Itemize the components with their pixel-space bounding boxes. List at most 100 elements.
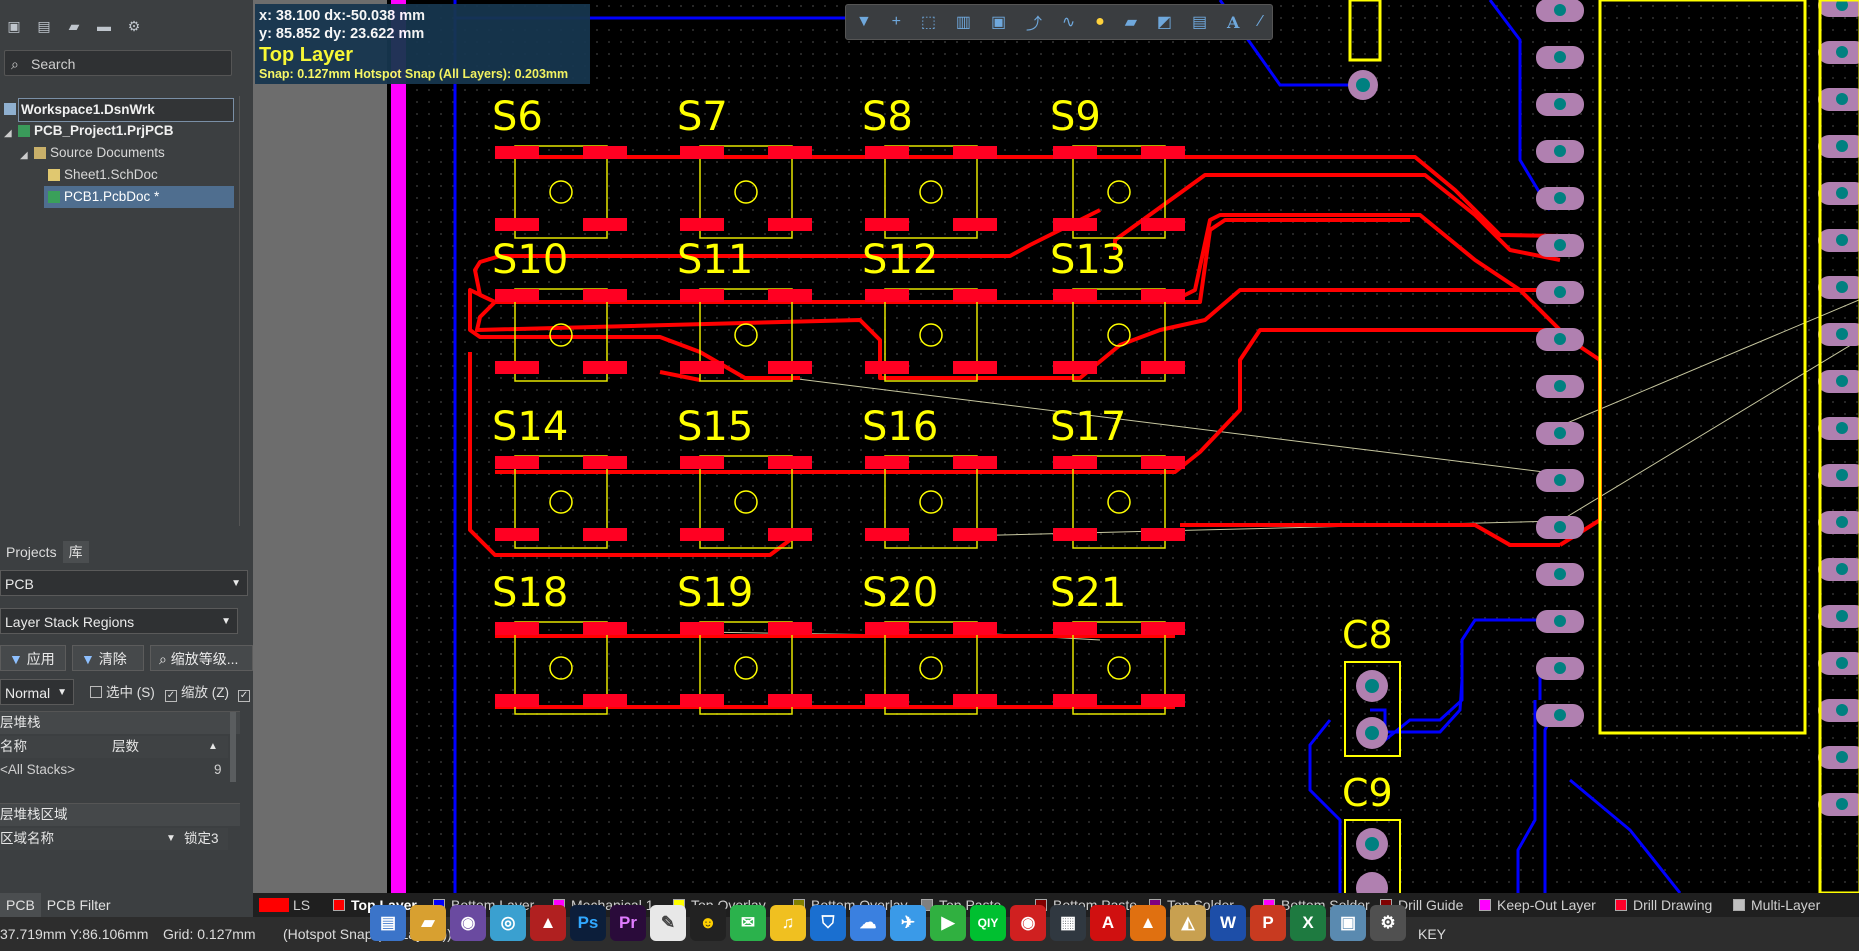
app-icon-pdf[interactable]: ▲	[530, 905, 566, 941]
scrollbar[interactable]	[230, 712, 236, 782]
schematic-icon	[48, 169, 60, 181]
polygon-icon[interactable]: ◩	[1156, 14, 1173, 31]
align-icon[interactable]: ▥	[955, 14, 972, 31]
header-hole	[1836, 751, 1848, 763]
app-icon-music[interactable]: ♫	[770, 905, 806, 941]
app-icon-player[interactable]: ◉	[1010, 905, 1046, 941]
header-hole	[1554, 145, 1566, 157]
header-hole	[1836, 563, 1848, 575]
header-hole	[1836, 46, 1848, 58]
app-icon-wechat[interactable]: ✉	[730, 905, 766, 941]
clear-button[interactable]: ▼ 清除	[72, 645, 144, 671]
extra-checkbox[interactable]: ✓	[238, 684, 254, 702]
text-icon[interactable]: A	[1226, 12, 1240, 32]
app-icon-video[interactable]: ▶	[930, 905, 966, 941]
switch-pad	[1141, 694, 1185, 707]
status-right: KEY	[1418, 926, 1447, 942]
switch-pad	[680, 622, 724, 635]
app-icon-folder[interactable]: ▰	[410, 905, 446, 941]
via-icon[interactable]: ●	[1095, 13, 1105, 30]
collapse-icon[interactable]: ◢	[20, 150, 28, 161]
select-rect-icon[interactable]: ⬚	[920, 14, 937, 31]
app-icon-shield[interactable]: ⛉	[810, 905, 846, 941]
gear-icon[interactable]: ⚙	[127, 18, 141, 34]
app-icon-powerpoint[interactable]: P	[1250, 905, 1286, 941]
tab-projects[interactable]: Projects	[6, 544, 57, 560]
panel-mode-dropdown[interactable]: PCB ▼	[0, 570, 248, 596]
tree-item-source-documents[interactable]: ◢ Source Documents	[0, 142, 240, 164]
header-hole	[1554, 380, 1566, 392]
chevron-down-icon[interactable]: ▼	[166, 833, 176, 844]
app-icon-files[interactable]: ▤	[370, 905, 406, 941]
current-layer-swatch[interactable]	[259, 893, 289, 917]
component-icon[interactable]: ▣	[990, 14, 1007, 31]
region-icon[interactable]: ▤	[1191, 14, 1208, 31]
switch-pad	[495, 146, 539, 159]
app-icon-excel[interactable]: X	[1290, 905, 1326, 941]
switch-pad	[768, 218, 812, 231]
tab-pcb[interactable]: PCB	[0, 893, 41, 917]
app-icon-word[interactable]: W	[1210, 905, 1246, 941]
tree-item-workspace[interactable]: Workspace1.DsnWrk	[0, 98, 240, 122]
hud-layer: Top Layer	[259, 44, 354, 66]
layer-tab[interactable]: Keep-Out Layer	[1479, 893, 1596, 917]
switch-hole	[734, 323, 758, 347]
switch-pad	[583, 361, 627, 374]
collapse-icon[interactable]: ◢	[4, 128, 12, 139]
column-lock[interactable]: 锁定3	[184, 831, 219, 846]
fill-icon[interactable]: ▰	[1124, 14, 1138, 31]
layer-set-button[interactable]: LS	[293, 897, 311, 913]
c8-outline	[1344, 661, 1401, 757]
crosshair-icon[interactable]: +	[891, 13, 902, 30]
switch-designator: S6	[492, 94, 543, 140]
tree-item-pcb1[interactable]: PCB1.PcbDoc *	[44, 186, 234, 208]
zoom-checkbox[interactable]: ✓缩放 (Z)	[165, 684, 229, 702]
tree-item-sheet1[interactable]: Sheet1.SchDoc	[0, 164, 240, 186]
header-hole	[1836, 704, 1848, 716]
column-count[interactable]: 层数	[112, 739, 139, 754]
app-icon-iqiyi[interactable]: QIY	[970, 905, 1006, 941]
tab-pcb-filter[interactable]: PCB Filter	[46, 897, 111, 913]
switch-designator: S9	[1050, 94, 1101, 140]
layer-tab[interactable]: Multi-Layer	[1733, 893, 1820, 917]
switch-outline	[1072, 288, 1166, 382]
app-icon-acrobat[interactable]: A	[1090, 905, 1126, 941]
column-region-name[interactable]: 区域名称	[0, 831, 54, 846]
column-name[interactable]: 名称	[0, 739, 27, 754]
select-checkbox[interactable]: 选中 (S)	[90, 684, 155, 702]
app-icon-photoshop[interactable]: Ps	[570, 905, 606, 941]
search-input[interactable]: ⌕ Search	[4, 50, 232, 76]
app-icon-mail[interactable]: ✈	[890, 905, 926, 941]
diff-pair-icon[interactable]: ∿	[1061, 14, 1076, 31]
app-icon-matlab[interactable]: ▲	[1130, 905, 1166, 941]
table-row[interactable]: <All Stacks> 9	[0, 759, 228, 781]
folder-icon[interactable]: ▬	[97, 18, 111, 34]
open-folder-icon[interactable]: ▰	[68, 18, 80, 34]
apply-button[interactable]: ▼ 应用	[0, 645, 66, 671]
tab-library[interactable]: 库	[62, 541, 89, 563]
save-all-icon[interactable]: ▤	[37, 18, 51, 34]
layer-tab[interactable]: Drill Drawing	[1615, 893, 1712, 917]
app-icon-tool[interactable]: ▣	[1330, 905, 1366, 941]
app-icon-notes[interactable]: ✎	[650, 905, 686, 941]
route-icon[interactable]: ⤴	[1025, 16, 1042, 33]
app-icon-settings[interactable]: ⚙	[1370, 905, 1406, 941]
app-icon-monitor[interactable]: ▦	[1050, 905, 1086, 941]
save-icon[interactable]: ▣	[7, 18, 21, 34]
app-icon-paint[interactable]: ◉	[450, 905, 486, 941]
app-icon-cloud[interactable]: ☁	[850, 905, 886, 941]
app-icon-premiere[interactable]: Pr	[610, 905, 646, 941]
tree-item-project[interactable]: ◢ PCB_Project1.PrjPCB	[0, 120, 240, 142]
c8-designator: C8	[1342, 613, 1393, 657]
sort-icon[interactable]: ▲	[208, 741, 218, 752]
app-icon-chrome[interactable]: ◎	[490, 905, 526, 941]
view-mode-dropdown[interactable]: Normal ▼	[0, 679, 74, 705]
filter-icon[interactable]: ▼	[855, 13, 872, 30]
app-icon-qq[interactable]: ☻	[690, 905, 726, 941]
zoom-level-button[interactable]: ⌕ 缩放等级...	[150, 645, 253, 671]
filter-dropdown[interactable]: Layer Stack Regions ▼	[0, 608, 238, 634]
app-icon-altium[interactable]: ◭	[1170, 905, 1206, 941]
line-icon[interactable]: ∕	[1259, 13, 1262, 30]
